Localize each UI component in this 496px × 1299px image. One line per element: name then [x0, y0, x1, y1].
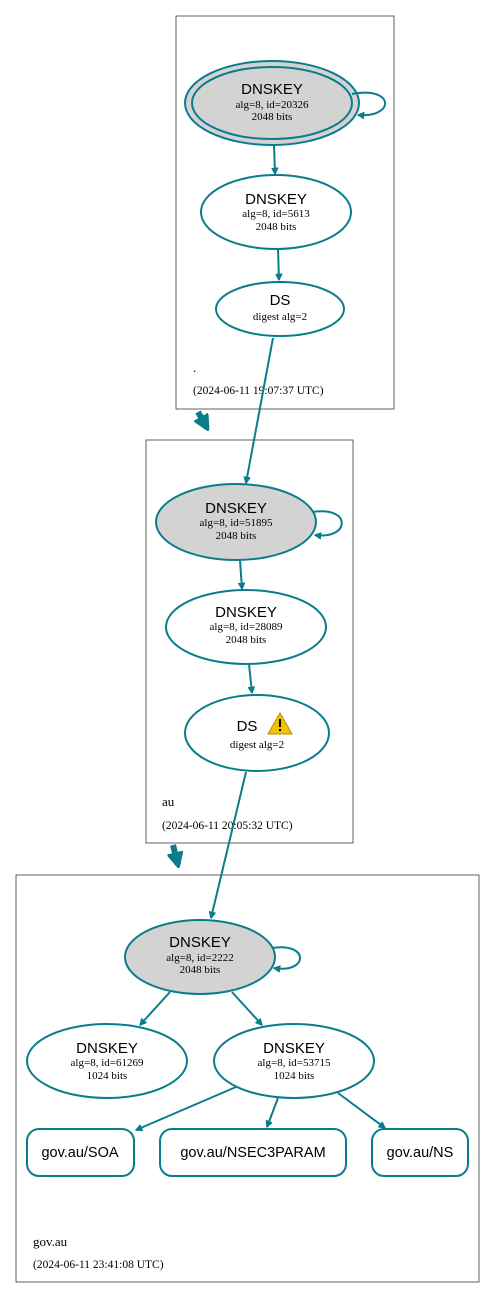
root-ds-digest: digest alg=2: [253, 311, 307, 323]
govau-zsk2-node[interactable]: DNSKEY alg=8, id=53715 1024 bits: [213, 1023, 375, 1099]
au-ksk-self-edge: [312, 510, 343, 535]
au-ksk-node[interactable]: DNSKEY alg=8, id=51895 2048 bits: [155, 483, 317, 561]
root-ksk-self-edge: [351, 91, 386, 115]
root-ds-title: DS: [270, 292, 291, 309]
govau-zsk2-title: DNSKEY: [263, 1040, 325, 1057]
govau-soa-rrset[interactable]: gov.au/SOA: [26, 1128, 135, 1177]
delegation-root-au-edge: [198, 410, 210, 428]
warning-icon: [267, 711, 293, 735]
au-ds-to-govau-ksk-edge: [211, 771, 247, 918]
govau-zsk1-node[interactable]: DNSKEY alg=8, id=61269 1024 bits: [26, 1023, 188, 1099]
govau-zsk1-id: alg=8, id=61269: [71, 1057, 144, 1069]
govau-zsk2-to-soa-edge: [136, 1086, 237, 1130]
govau-ksk-to-zsk2-edge: [231, 991, 262, 1025]
zone-govau-timestamp: (2024-06-11 23:41:08 UTC): [33, 1259, 164, 1271]
govau-zsk1-bits: 1024 bits: [87, 1070, 128, 1082]
root-ksk-id: alg=8, id=20326: [236, 99, 309, 111]
govau-nsec3param-label: gov.au/NSEC3PARAM: [180, 1145, 325, 1161]
root-zsk-node[interactable]: DNSKEY alg=8, id=5613 2048 bits: [200, 174, 352, 250]
govau-ksk-title: DNSKEY: [169, 934, 231, 951]
zone-au-name: au: [162, 794, 175, 809]
au-ksk-title: DNSKEY: [205, 500, 267, 517]
govau-zsk1-title: DNSKEY: [76, 1040, 138, 1057]
root-ds-to-au-ksk-edge: [246, 337, 274, 483]
au-ds-node[interactable]: DS digest alg=2: [184, 694, 330, 772]
govau-ksk-node[interactable]: DNSKEY alg=8, id=2222 2048 bits: [124, 919, 276, 995]
root-ksk-node[interactable]: DNSKEY alg=8, id=20326 2048 bits: [184, 60, 360, 146]
govau-ksk-self-edge: [271, 946, 301, 969]
au-zsk-id: alg=8, id=28089: [210, 621, 283, 633]
root-zsk-to-ds-edge: [278, 248, 279, 280]
root-zsk-title: DNSKEY: [245, 191, 307, 208]
govau-soa-label: gov.au/SOA: [41, 1145, 118, 1161]
root-zsk-id: alg=8, id=5613: [242, 208, 310, 220]
govau-zsk2-to-ns-edge: [337, 1092, 385, 1128]
govau-zsk2-to-nsec3param-edge: [267, 1097, 279, 1127]
au-zsk-bits: 2048 bits: [226, 634, 267, 646]
govau-ksk-to-zsk1-edge: [140, 991, 171, 1025]
govau-ksk-bits: 2048 bits: [180, 964, 221, 976]
root-ds-node[interactable]: DS digest alg=2: [215, 281, 345, 337]
zone-au-timestamp: (2024-06-11 20:05:32 UTC): [162, 820, 293, 832]
root-ksk-to-zsk-edge: [274, 144, 275, 174]
govau-ns-label: gov.au/NS: [387, 1145, 454, 1161]
zone-govau-name: gov.au: [33, 1234, 68, 1249]
au-zsk-to-ds-edge: [249, 663, 252, 693]
zone-root-timestamp: (2024-06-11 19:07:37 UTC): [193, 385, 324, 397]
govau-zsk2-id: alg=8, id=53715: [258, 1057, 331, 1069]
root-ksk-title: DNSKEY: [241, 81, 303, 98]
delegation-au-govau-edge: [173, 844, 178, 865]
root-ksk-bits: 2048 bits: [252, 111, 293, 123]
govau-ksk-id: alg=8, id=2222: [166, 952, 233, 964]
au-ksk-id: alg=8, id=51895: [200, 517, 273, 529]
au-ds-title: DS: [237, 718, 258, 735]
au-ds-digest: digest alg=2: [230, 739, 284, 751]
au-zsk-title: DNSKEY: [215, 604, 277, 621]
zone-root-name: .: [193, 360, 196, 375]
root-zsk-bits: 2048 bits: [256, 221, 297, 233]
au-ksk-to-zsk-edge: [240, 559, 242, 589]
au-ksk-bits: 2048 bits: [216, 530, 257, 542]
govau-zsk2-bits: 1024 bits: [274, 1070, 315, 1082]
au-zsk-node[interactable]: DNSKEY alg=8, id=28089 2048 bits: [165, 589, 327, 665]
govau-ns-rrset[interactable]: gov.au/NS: [371, 1128, 469, 1177]
govau-nsec3param-rrset[interactable]: gov.au/NSEC3PARAM: [159, 1128, 347, 1177]
